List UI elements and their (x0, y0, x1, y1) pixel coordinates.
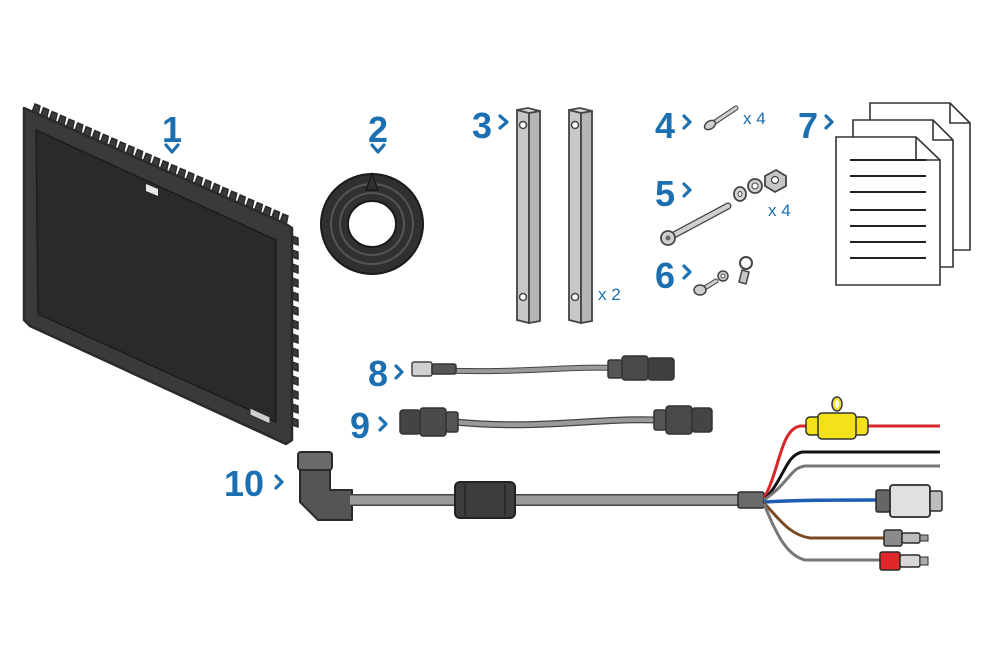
quantity-label-4: x 4 (743, 109, 766, 128)
video-connector (875, 484, 943, 518)
callout-arrow-5 (682, 182, 692, 198)
network-cable (399, 405, 713, 437)
callout-number-6: 6 (655, 255, 675, 296)
quantity-label-5: x 4 (768, 201, 791, 220)
callout-number-2: 2 (368, 109, 388, 150)
callout-number-8: 8 (368, 353, 388, 394)
adapter-cable (411, 355, 675, 381)
callout-number-7: 7 (798, 105, 818, 146)
document-front (835, 136, 941, 286)
ground-kit (693, 256, 753, 296)
rca-connector-grey (883, 529, 929, 547)
callout-number-9: 9 (350, 405, 370, 446)
documents-stack (835, 102, 971, 286)
callout-arrow-4 (682, 114, 692, 130)
callout-arrow-8 (394, 364, 404, 380)
callout-number-4: 4 (655, 105, 675, 146)
display-unit (22, 103, 299, 446)
callout-arrow-7 (824, 114, 834, 130)
callout-arrow-9 (378, 416, 388, 432)
callout-arrow-2 (370, 143, 386, 154)
screw (703, 105, 739, 131)
callout-number-3: 3 (472, 105, 492, 146)
callout-arrow-1 (164, 143, 180, 154)
power-video-cable (297, 396, 943, 571)
callout-arrow-10 (274, 474, 284, 490)
callout-arrow-6 (682, 264, 692, 280)
display-logo (146, 184, 158, 196)
display-screen (35, 128, 277, 424)
rca-connector-red (879, 551, 929, 571)
callout-number-1: 1 (162, 109, 182, 150)
inline-fuse (805, 396, 869, 440)
mounting-brackets (516, 107, 593, 325)
bracket-right (568, 107, 593, 325)
callout-arrow-3 (498, 114, 509, 130)
bolt-kit (660, 168, 787, 246)
gasket-roll (320, 171, 424, 275)
bracket-left (516, 107, 541, 325)
display-badge (249, 407, 271, 425)
callout-number-10: 10 (224, 463, 264, 504)
quantity-label-3: x 2 (598, 285, 621, 304)
callout-number-5: 5 (655, 173, 675, 214)
